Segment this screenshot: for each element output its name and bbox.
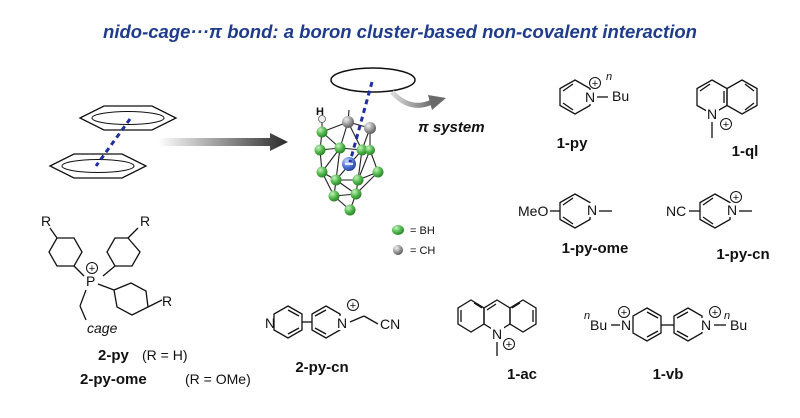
atom-n-1ql: N [707,106,717,122]
legend-ch-label: = CH [410,245,435,257]
charge-plus-1ql: + [723,119,729,131]
bu-vb-left: Bu [590,317,607,333]
charge-plus-1ac: + [506,339,512,351]
charge-plus-vb-left: + [621,307,627,319]
atom-p: P [86,273,95,289]
curved-arrow [390,90,434,108]
compound-1-ql-structure: N + [696,79,758,138]
benzene-ring-top [78,105,178,131]
curved-arrow-head [428,95,446,110]
compound-1-ac-structure: N + [457,299,537,356]
label-2-py-condition: (R = H) [142,347,188,363]
n-prefix-vb-right: n [724,310,730,322]
atom-n-vb-left: N [621,317,631,333]
cage-substituent: cage [87,320,118,336]
atom-n-1ac: N [492,326,502,342]
n-prefix-1py: n [606,71,612,83]
nc-group: NC [666,203,686,219]
r-top-right: R [140,213,150,229]
cn-group: CN [380,316,400,332]
label-1-py-cn: 1-py-cn [716,246,769,263]
charge-plus-p: + [89,263,95,275]
atom-n-1pyome: N [587,202,597,218]
bridging-h-label: H [316,106,324,118]
label-2-py-ome: 2-py-ome [80,371,147,388]
compound-1-py-ome-structure: MeO N [518,193,612,229]
bu-vb-right: Bu [730,317,747,333]
n-prefix-vb-left: n [584,310,590,322]
atom-n-vb-right: N [701,317,711,333]
meo-group: MeO [518,203,548,219]
charge-plus-vb-right: + [712,307,718,319]
nido-cage-cluster: H [314,81,384,216]
diagram-title: nido-cage···π bond: a boron cluster-base… [103,21,697,42]
pi-system-ellipse [330,67,416,93]
r-top-left: R [41,213,51,229]
transition-arrow [158,133,288,151]
charge-plus-1pycn: + [733,192,739,204]
legend-bh-label: = BH [410,225,435,237]
label-1-py: 1-py [557,135,589,152]
label-1-py-ome: 1-py-ome [562,240,629,257]
label-1-ql: 1-ql [732,143,759,160]
pi-stacking-dash [94,118,132,167]
compound-1-py-cn-structure: NC N + [666,191,752,229]
benzene-dimer-illustration [48,105,178,179]
compound-2-py-cn-structure: N N + CN [264,299,400,339]
label-1-ac: 1-ac [507,366,537,383]
label-2-py: 2-py [98,347,130,364]
label-2-py-ome-condition: (R = OMe) [185,371,251,387]
charge-plus-1py: + [592,78,598,90]
pi-system-label: π system [418,119,485,136]
atom-n-1py: N [585,89,595,105]
compound-1-py-structure: N + n Bu [559,71,629,115]
label-2-py-cn: 2-py-cn [295,359,348,376]
bu-1py: Bu [612,88,629,104]
compound-1-vb-structure: n Bu N + N + n Bu [584,306,747,342]
atom-n-2pycn-right: N [337,315,347,331]
cage-pi-dash [348,81,374,163]
charge-plus-2pycn: + [350,300,356,312]
atom-legend: = BH = CH [392,225,435,257]
r-right: R [162,293,172,309]
atom-n-1pycn: N [727,202,737,218]
benzene-ring-bottom [48,153,148,179]
compound-2-py-structure: R R P + R cage [41,213,172,336]
atom-n-2pycn-left: N [265,315,275,331]
label-1-vb: 1-vb [653,366,684,383]
